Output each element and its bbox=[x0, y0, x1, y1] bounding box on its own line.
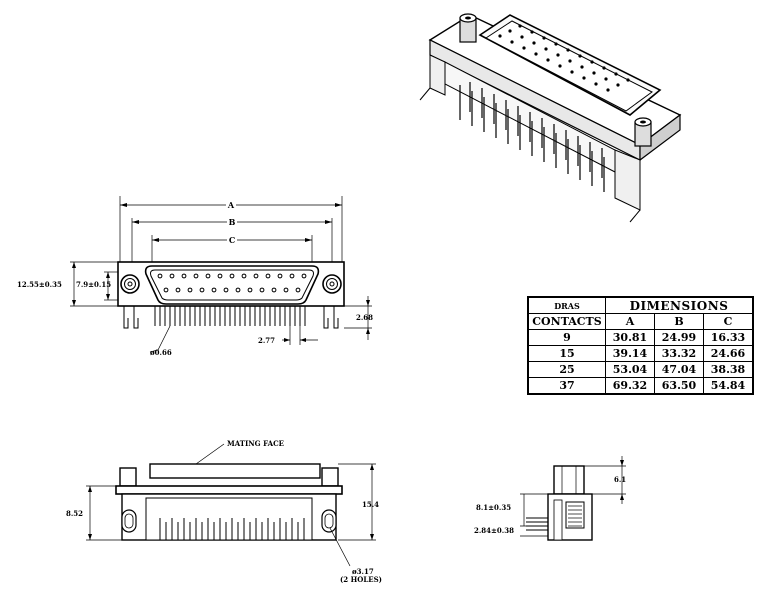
cell-c: 54.84 bbox=[703, 377, 754, 395]
cell-contacts: 9 bbox=[527, 329, 606, 346]
isometric-connector-view bbox=[419, 13, 682, 223]
cell-c: 38.38 bbox=[703, 361, 754, 378]
tail-length-dim: 2.68 bbox=[356, 313, 373, 322]
isometric-pins bbox=[459, 82, 605, 192]
front-pins bbox=[154, 306, 306, 326]
height-inner-dim: 7.9±0.15 bbox=[76, 280, 111, 289]
cell-contacts: 37 bbox=[527, 377, 606, 395]
table-subheader-row: CONTACTS A B C bbox=[527, 313, 754, 330]
hole-count-dim: (2 HOLES) bbox=[340, 575, 382, 584]
cell-contacts: 25 bbox=[527, 361, 606, 378]
cell-a: 39.14 bbox=[605, 345, 655, 362]
table-row: 9 30.81 24.99 16.33 bbox=[527, 329, 754, 346]
mating-face-label: MATING FACE bbox=[227, 439, 284, 448]
standoff-left bbox=[459, 13, 477, 43]
front-view: A B C bbox=[17, 196, 373, 357]
side-top-dim: 6.1 bbox=[614, 475, 626, 484]
dimensions-table: DRAS DIMENSIONS CONTACTS A B C 9 30.81 2… bbox=[527, 296, 754, 395]
cell-b: 63.50 bbox=[654, 377, 704, 395]
cell-b: 47.04 bbox=[654, 361, 704, 378]
cell-c: 24.66 bbox=[703, 345, 754, 362]
table-row: 37 69.32 63.50 54.84 bbox=[527, 377, 754, 395]
header-contacts: CONTACTS bbox=[527, 313, 606, 330]
bottom-pins bbox=[159, 518, 305, 540]
front-contacts bbox=[157, 273, 307, 293]
side-mid-dim: 8.1±0.35 bbox=[476, 503, 511, 512]
header-dimensions: DIMENSIONS bbox=[605, 296, 754, 314]
table-row: 25 53.04 47.04 38.38 bbox=[527, 361, 754, 378]
bottom-view: MATING FACE bbox=[66, 439, 382, 584]
bottom-height-left-dim: 8.52 bbox=[66, 509, 83, 518]
hole-diameter-dim: ø3.17 bbox=[352, 567, 374, 576]
header-col-c: C bbox=[703, 313, 754, 330]
pin-diameter-dim: ø0.66 bbox=[150, 348, 172, 357]
cell-b: 24.99 bbox=[654, 329, 704, 346]
header-col-a: A bbox=[605, 313, 655, 330]
table-header-row: DRAS DIMENSIONS bbox=[527, 296, 754, 314]
bottom-height-right-dim: 15.4 bbox=[362, 500, 379, 509]
cell-a: 30.81 bbox=[605, 329, 655, 346]
header-col-b: B bbox=[654, 313, 704, 330]
side-view: 6.1 8.1±0.35 2.84±0.38 bbox=[474, 456, 626, 541]
side-low-dim: 2.84±0.38 bbox=[474, 526, 514, 535]
cell-b: 33.32 bbox=[654, 345, 704, 362]
header-dras: DRAS bbox=[527, 296, 606, 314]
cell-c: 16.33 bbox=[703, 329, 754, 346]
table-row: 15 39.14 33.32 24.66 bbox=[527, 345, 754, 362]
dimension-a-label: A bbox=[227, 200, 235, 210]
cell-contacts: 15 bbox=[527, 345, 606, 362]
pitch-dim: 2.77 bbox=[258, 336, 275, 345]
cell-a: 53.04 bbox=[605, 361, 655, 378]
shell-contacts bbox=[498, 24, 630, 92]
dimension-c-label: C bbox=[229, 235, 235, 245]
height-left-dim: 12.55±0.35 bbox=[17, 280, 62, 289]
cell-a: 69.32 bbox=[605, 377, 655, 395]
standoff-right bbox=[634, 117, 652, 147]
dimension-b-label: B bbox=[229, 217, 236, 227]
